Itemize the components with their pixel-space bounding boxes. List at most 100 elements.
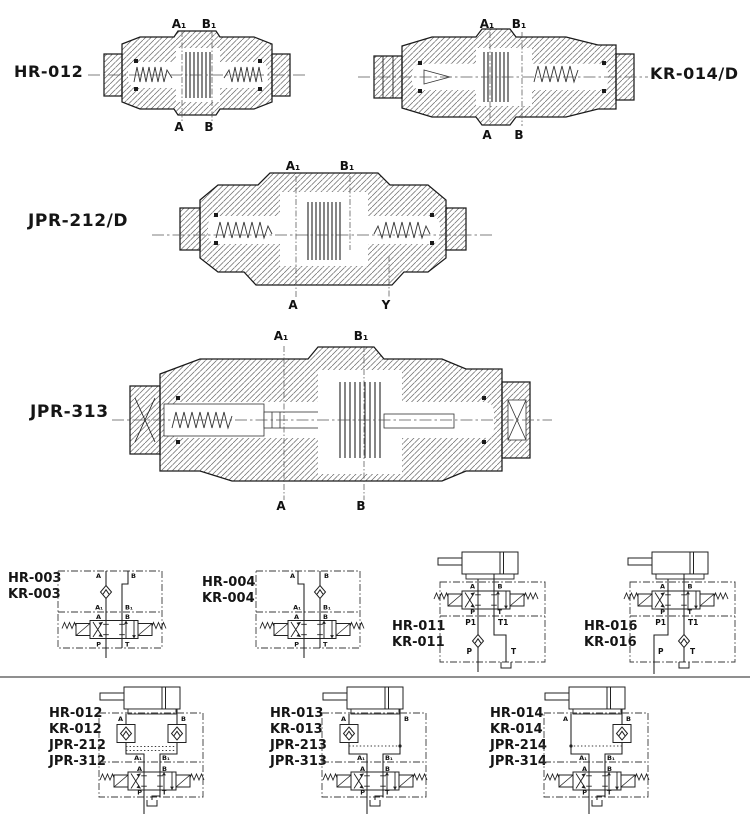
port-label-t: T [690, 647, 696, 656]
pilot-junction-dot [569, 744, 573, 748]
port-label-a1: A₁ [579, 754, 587, 762]
hr012-cutaway-drawing: A₁ B₁ A B [88, 17, 308, 134]
valve-port-b: B [162, 765, 167, 773]
jpr313-cutaway-drawing: A₁ B₁ A B [112, 329, 552, 513]
valve-port-p: P [137, 789, 142, 797]
port-label-b: B [356, 499, 365, 513]
valve-port-t: T [162, 789, 167, 797]
port-label-b1: B₁ [385, 754, 393, 762]
pilot-junction-dot [398, 744, 402, 748]
tank-icon [678, 661, 690, 669]
port-label-y: Y [381, 298, 391, 312]
kr014d-cutaway-drawing: A₁ B₁ A B [358, 17, 648, 142]
valve-port-b: B [688, 583, 693, 591]
port-label-a1: A₁ [480, 17, 495, 31]
valve-port-b: B [323, 613, 328, 621]
line-label-b: B [324, 572, 329, 580]
port-label-b1: B₁ [202, 17, 216, 31]
directional-valve-icon [544, 771, 650, 791]
line-label-a: A [118, 715, 123, 723]
right-spring [373, 221, 431, 240]
valve-port-p: P [96, 641, 101, 649]
valve-port-t: T [385, 789, 390, 797]
port-label-b: B [204, 120, 213, 134]
right-spring [223, 66, 263, 83]
valve-port-b: B [607, 765, 612, 773]
right-spring [533, 65, 579, 84]
valve-port-t: T [125, 641, 130, 649]
port-label-t: T [511, 647, 517, 656]
valve-port-t: T [498, 608, 503, 616]
hr004-circuit-diagram: A B A₁ B₁ A B P T [255, 570, 365, 658]
hr016-circuit-diagram: A B P T P1 T1 P T [623, 551, 736, 674]
left-spring [215, 221, 273, 240]
hr012-circuit-diagram: A B A₁ B₁ A B P T [98, 686, 205, 814]
valve-port-b: B [125, 613, 130, 621]
port-label-b1: B₁ [354, 329, 368, 343]
pilot-check-valve-icon [168, 725, 186, 743]
valve-port-a: A [660, 583, 665, 591]
valve-port-t: T [688, 608, 693, 616]
jpr212d-cutaway-drawing: A₁ B₁ A Y [152, 159, 492, 312]
port-label-a1: A₁ [172, 17, 187, 31]
line-label-b: B [181, 715, 186, 723]
port-label-b1: B₁ [125, 604, 133, 612]
port-label-b1: B₁ [607, 754, 615, 762]
check-valve-icon [472, 634, 484, 648]
valve-port-a: A [96, 613, 101, 621]
port-label-b1: B₁ [512, 17, 526, 31]
tank-icon [369, 799, 381, 807]
line-label-b: B [131, 572, 136, 580]
tank-icon [591, 799, 603, 807]
port-label-t1: T1 [498, 618, 508, 627]
line-label-a: A [341, 715, 346, 723]
port-label-a1: A₁ [293, 604, 301, 612]
cylinder-icon [322, 686, 404, 715]
model-label-kr014d: KR-014/D [650, 64, 739, 83]
valve-port-p: P [582, 789, 587, 797]
hr014-circuit-diagram: A B A₁ B₁ A B P T [543, 686, 650, 814]
valve-port-t: T [323, 641, 328, 649]
valve-port-a: A [360, 765, 365, 773]
valve-port-t: T [607, 789, 612, 797]
tank-icon [146, 799, 158, 807]
valve-port-a: A [294, 613, 299, 621]
hr011-circuit-diagram: A B P T P1 T1 P T [433, 551, 546, 672]
cylinder-icon [627, 551, 709, 580]
port-label-b1: B₁ [340, 159, 354, 173]
port-label-b1: B₁ [162, 754, 170, 762]
check-valve-icon [678, 634, 690, 648]
valve-port-p: P [360, 789, 365, 797]
cylinder-icon [99, 686, 181, 715]
port-label-a: A [174, 120, 184, 134]
directional-valve-icon [61, 620, 167, 639]
valve-port-a: A [137, 765, 142, 773]
line-label-b: B [404, 715, 409, 723]
valve-port-b: B [385, 765, 390, 773]
valve-port-a: A [582, 765, 587, 773]
directional-valve-icon [623, 590, 729, 610]
port-label-b: B [514, 128, 523, 142]
tank-icon [500, 661, 512, 669]
line-label-a: A [290, 572, 295, 580]
valve-port-p: P [470, 608, 475, 616]
spool [307, 202, 341, 260]
valve-port-b: B [498, 583, 503, 591]
cylinder-icon [544, 686, 626, 715]
directional-valve-icon [433, 590, 539, 610]
port-label-b1: B₁ [323, 604, 331, 612]
port-label-a: A [482, 128, 492, 142]
check-valve-icon [314, 585, 326, 599]
port-label-p1: P1 [655, 618, 666, 627]
port-label-p: P [467, 647, 473, 656]
valve-port-p: P [294, 641, 299, 649]
model-label-jpr212d: JPR-212/D [28, 211, 129, 231]
valve-port-a: A [470, 583, 475, 591]
